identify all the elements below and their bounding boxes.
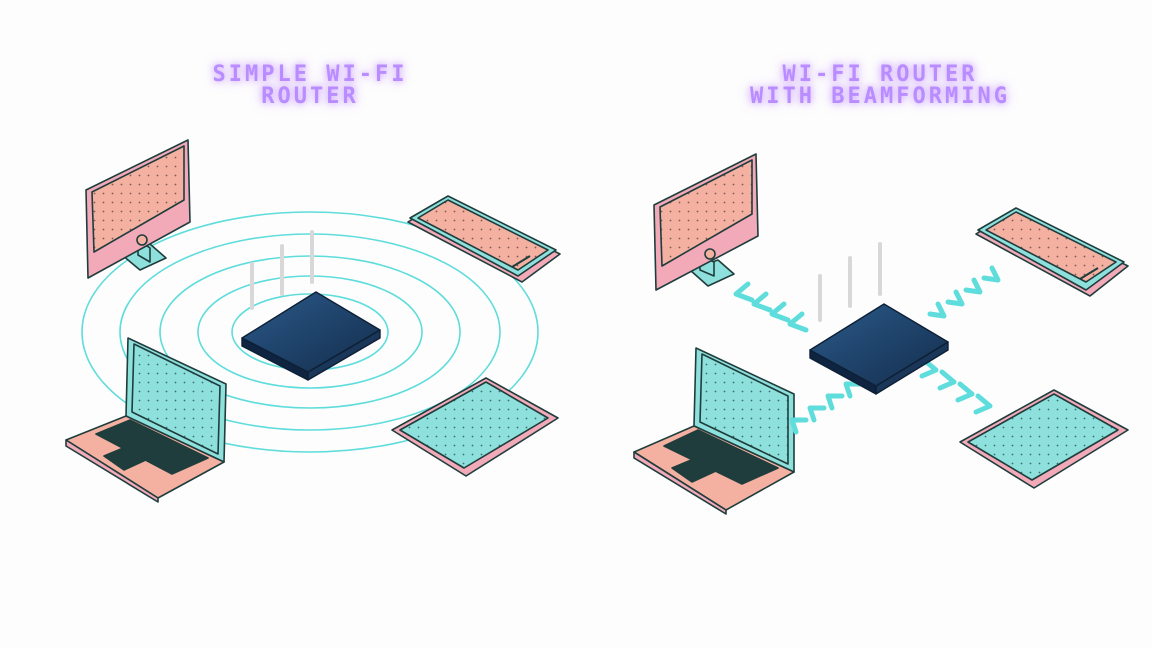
router-icon [809,242,949,395]
beam-arrow-icon [973,393,993,415]
beam-arrow-icon [787,311,809,333]
title-beamforming-router: WI-FI ROUTER WITH BEAMFORMING [700,64,1060,108]
title-beamforming-line2: WITH BEAMFORMING [750,84,1010,109]
beam-arrow-icon [751,291,773,313]
beam-arrow-icon [807,405,827,423]
title-simple-router: SIMPLE WI-FI ROUTER [150,64,470,108]
beam-arrow-icon [937,369,957,391]
monitor-icon [85,139,191,279]
beam-arrow-icon [843,381,863,399]
beam-arrow-icon [945,289,965,307]
phone-icon [407,195,561,283]
laptop-icon [65,337,227,503]
beam-arrow-icon [825,393,845,411]
signal-wave-icon [81,211,539,453]
phone-icon [975,207,1129,297]
beam-arrow-icon [733,281,755,303]
tablet-icon [391,377,559,477]
router-icon [241,230,381,381]
beam-arrow-icon [789,417,809,435]
monitor-icon [653,153,759,291]
beam-arrow-icon [981,265,1001,283]
laptop-icon [633,347,795,515]
beam-arrows [733,265,1001,435]
beam-arrow-icon [927,301,947,319]
beam-arrow-icon [919,357,939,379]
title-simple-router-line2: ROUTER [261,84,359,109]
beam-arrow-icon [955,381,975,403]
title-simple-router-line1: SIMPLE WI-FI [212,62,408,87]
title-beamforming-line1: WI-FI ROUTER [782,62,978,87]
beam-arrow-icon [769,301,791,323]
beam-arrow-icon [963,277,983,295]
tablet-icon [959,389,1129,489]
